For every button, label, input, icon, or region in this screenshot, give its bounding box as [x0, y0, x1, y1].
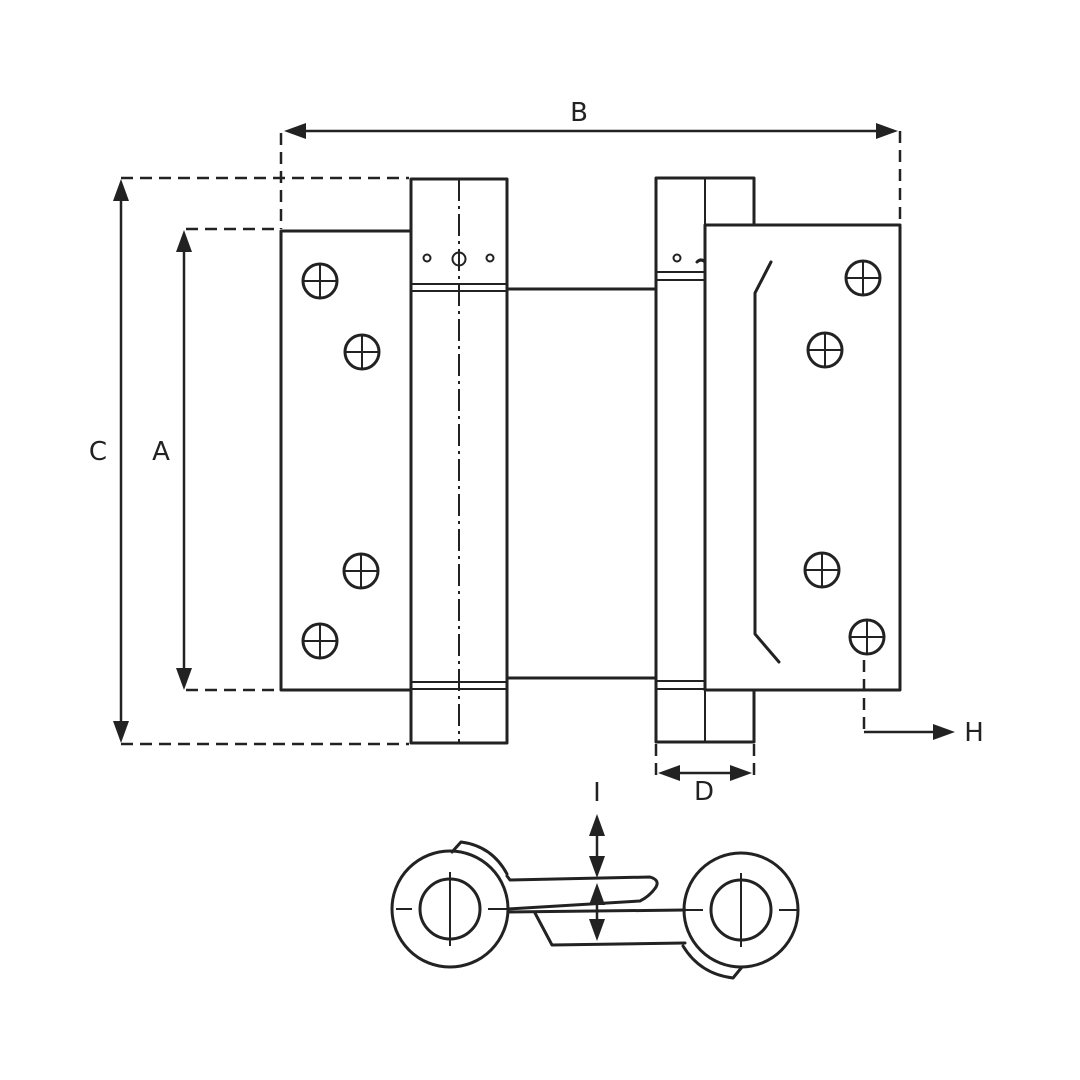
dimension-b: B [279, 98, 902, 229]
arrowhead-icon [176, 230, 192, 252]
hinge-top-view: I [390, 778, 800, 980]
arrowhead-icon [730, 765, 752, 781]
dimension-c: C [89, 176, 409, 746]
screw-hole-icon [844, 259, 882, 297]
arrowhead-icon [589, 856, 605, 878]
screw-hole-icon [301, 622, 339, 660]
center-connector [505, 287, 658, 680]
screw-hole-icon [342, 552, 380, 590]
screw-holes [301, 259, 886, 660]
left-knuckle [390, 840, 510, 969]
dimension-h: H [862, 660, 984, 748]
arrowhead-icon [176, 668, 192, 690]
right-knuckle [681, 851, 800, 980]
arrowhead-icon [933, 724, 955, 740]
dimension-c-label: C [89, 437, 107, 467]
arrowhead-icon [589, 919, 605, 941]
dimension-a: A [152, 227, 279, 692]
screw-hole-icon [848, 618, 886, 656]
dimension-h-label: H [964, 718, 984, 748]
right-leaf-plate [695, 223, 902, 692]
screw-hole-icon [803, 551, 841, 589]
arrowhead-icon [284, 123, 306, 139]
dimension-i-label: I [593, 778, 601, 808]
dimension-d: D [654, 744, 756, 807]
arrowhead-icon [589, 814, 605, 836]
left-barrel [409, 177, 509, 745]
left-leaf-plate [279, 229, 413, 692]
arrowhead-icon [113, 179, 129, 201]
screw-hole-icon [301, 262, 339, 300]
screw-hole-icon [806, 331, 844, 369]
arrowhead-icon [589, 883, 605, 905]
arrowhead-icon [113, 721, 129, 743]
dimension-b-label: B [570, 98, 588, 128]
arrowhead-icon [876, 123, 898, 139]
hinge-front-view [279, 176, 902, 745]
dimension-d-label: D [694, 777, 714, 807]
dimension-lines: B C A D [89, 98, 984, 807]
arrowhead-icon [658, 765, 680, 781]
screw-hole-icon [343, 333, 381, 371]
dimension-a-label: A [152, 437, 170, 467]
dimension-i: I [589, 778, 605, 941]
